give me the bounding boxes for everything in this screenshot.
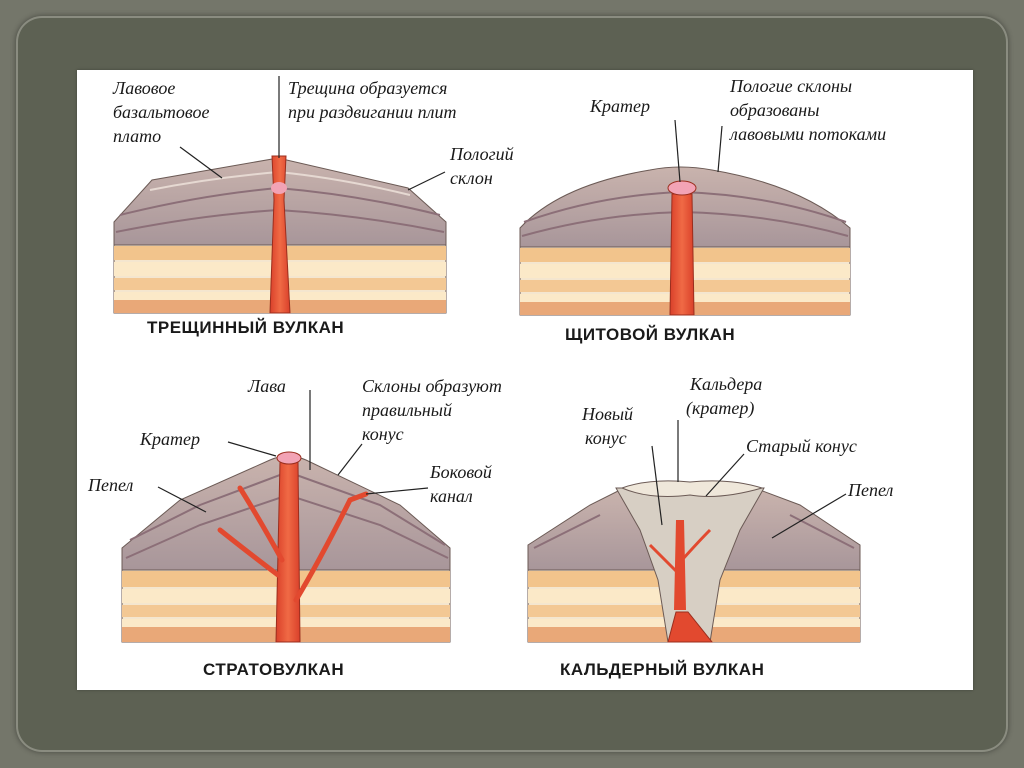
label-side-1: Боковой bbox=[429, 462, 492, 482]
side-channels bbox=[217, 485, 369, 603]
caldera-title: КАЛЬДЕРНЫЙ ВУЛКАН bbox=[560, 660, 764, 679]
label-plateau-3: плато bbox=[113, 126, 161, 146]
label-crack-1: Трещина образуется bbox=[288, 78, 447, 98]
crater bbox=[667, 180, 697, 196]
label-slope-2: склон bbox=[450, 168, 493, 188]
lava-pocket bbox=[271, 182, 287, 194]
label-new-1: Новый bbox=[581, 404, 633, 424]
leader-line bbox=[227, 441, 277, 457]
label-slope-1: Пологий bbox=[449, 144, 514, 164]
central-vent bbox=[669, 193, 695, 316]
leader-line bbox=[717, 125, 723, 173]
label-crater: Кратер bbox=[589, 96, 650, 116]
small-channels bbox=[648, 528, 712, 577]
label-slopes-1: Пологие склоны bbox=[729, 76, 852, 96]
strato-title: СТРАТОВУЛКАН bbox=[203, 660, 344, 679]
fissure-dike bbox=[269, 155, 291, 314]
leader-line bbox=[771, 493, 847, 539]
leader-line bbox=[365, 487, 429, 495]
fissure-volcano: ТРЕЩИННЫЙ ВУЛКАН Лавовое базальтовое пла… bbox=[112, 76, 514, 337]
crater bbox=[276, 451, 302, 465]
label-crater: Кратер bbox=[139, 429, 200, 449]
leader-line bbox=[674, 119, 681, 183]
label-ash: Пепел bbox=[847, 480, 894, 500]
caldera-volcano: КАЛЬДЕРНЫЙ ВУЛКАН Кальдера (кратер) Новы… bbox=[527, 374, 894, 679]
label-new-2: конус bbox=[585, 428, 627, 448]
leader-line bbox=[705, 453, 745, 497]
label-cone-2: правильный bbox=[362, 400, 452, 420]
label-old: Старый конус bbox=[746, 436, 857, 456]
label-crack-2: при раздвигании плит bbox=[288, 102, 457, 122]
label-slopes-2: образованы bbox=[730, 100, 819, 120]
leader-line bbox=[179, 146, 223, 179]
new-vent bbox=[674, 520, 686, 610]
label-side-2: канал bbox=[430, 486, 473, 506]
label-caldera-2: (кратер) bbox=[686, 398, 754, 419]
leader-line bbox=[337, 443, 363, 476]
leader-line bbox=[407, 171, 446, 191]
label-plateau-2: базальтовое bbox=[113, 102, 209, 122]
leader-line bbox=[157, 486, 207, 513]
fissure-title: ТРЕЩИННЫЙ ВУЛКАН bbox=[147, 318, 344, 337]
shield-title: ЩИТОВОЙ ВУЛКАН bbox=[565, 325, 735, 344]
label-ash: Пепел bbox=[87, 475, 134, 495]
label-lava: Лава bbox=[247, 376, 286, 396]
shield-volcano: ЩИТОВОЙ ВУЛКАН Кратер Пологие склоны обр… bbox=[519, 76, 886, 344]
leader-line bbox=[651, 445, 663, 526]
label-slopes-3: лавовыми потоками bbox=[729, 124, 886, 144]
magma-chamber bbox=[667, 611, 714, 643]
stratovolcano: СТРАТОВУЛКАН Лава Склоны образуют правил… bbox=[87, 376, 502, 679]
label-plateau-1: Лавовое bbox=[112, 78, 175, 98]
label-caldera-1: Кальдера bbox=[689, 374, 762, 394]
label-cone-1: Склоны образуют bbox=[362, 376, 502, 396]
label-cone-3: конус bbox=[362, 424, 404, 444]
